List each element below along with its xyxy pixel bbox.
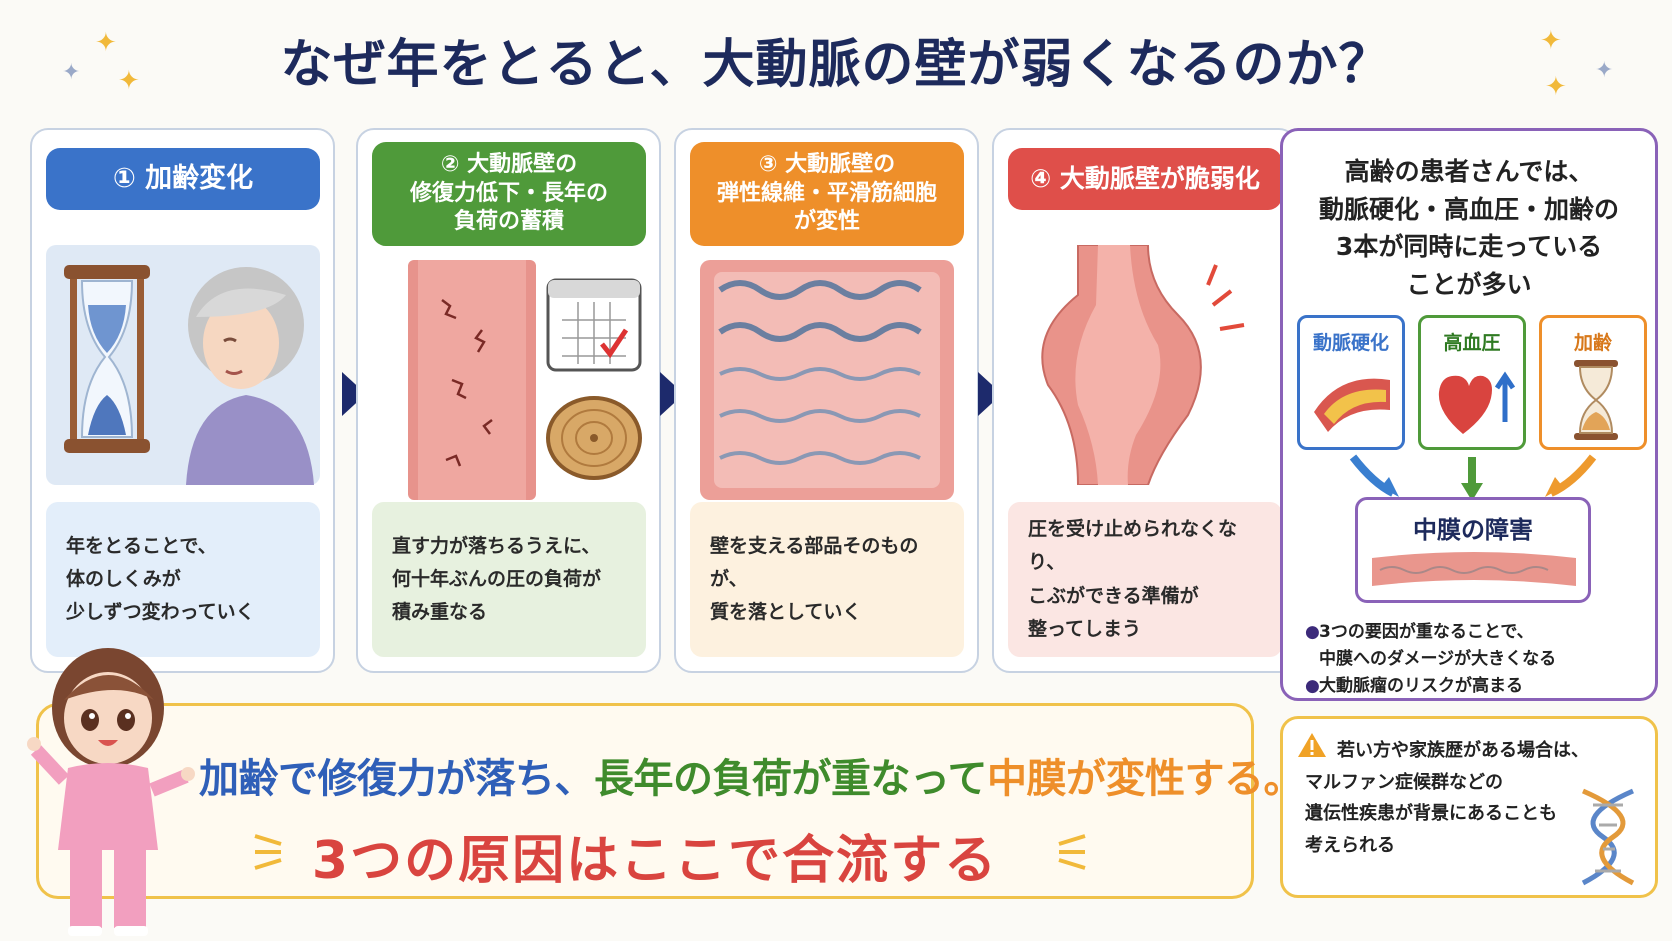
step-4-illustration [1008, 244, 1282, 486]
step-3-header: ③ 大動脈壁の 弾性線維・平滑筋細胞 が変性 [690, 142, 964, 246]
calendar-icon [546, 278, 642, 372]
sparkle-icon: ✦ [1545, 72, 1567, 102]
genetic-warning-box: 若い方や家族歴がある場合は、 マルファン症候群などの 遺伝性疾患が背景にあること… [1280, 716, 1658, 898]
risk-panel-title: 高齢の患者さんでは、 動脈硬化・高血圧・加齢の 3本が同時に走っている ことが多… [1318, 157, 1619, 299]
sparkle-icon: ✦ [118, 66, 140, 96]
warning-icon [1298, 733, 1326, 757]
sparkle-icon: ✦ [95, 28, 117, 58]
aneurysm-icon [1041, 244, 1202, 486]
risk-factors-panel: 高齢の患者さんでは、 動脈硬化・高血圧・加齢の 3本が同時に走っている ことが多… [1280, 128, 1658, 701]
factor-hypertension: 高血圧 [1418, 315, 1526, 450]
step-card-1: ① 加齢変化 年をとることで、 体のしくみが 少しずつ変わっ [30, 128, 335, 673]
step-2-description: 直す力が落ちるうえに、 何十年ぶんの圧の負荷が 積み重なる [372, 502, 646, 657]
sparkle-icon: ✦ [1540, 26, 1562, 56]
summary-line-1: 加齢で修復力が落ち、長年の負荷が重なって中膜が変性する。 [199, 756, 1304, 802]
summary-banner: 加齢で修復力が落ち、長年の負荷が重なって中膜が変性する。 3つの原因はここで合流… [36, 703, 1304, 899]
converging-arrows-icon [1349, 454, 1597, 501]
emphasis-lines-icon [1058, 834, 1086, 870]
step-3-description: 壁を支える部品そのものが、 質を落としていく [690, 502, 964, 657]
step-4-header: ④ 大動脈壁が脆弱化 [1008, 148, 1282, 210]
step-4-description: 圧を受け止められなくなり、 こぶができる準備が 整ってしまう [1008, 502, 1282, 657]
step-card-2: ② 大動脈壁の 修復力低下・長年の 負荷の蓄積 直す力が落ちるうえに、 何十年ぶ… [356, 128, 661, 673]
risk-bullet-list: ●3つの要因が重なることで、 中膜へのダメージが大きくなる ●大動脈瘤のリスクが… [1305, 622, 1557, 697]
dna-icon [1581, 788, 1635, 886]
media-damage-box: 中膜の障害 [1355, 497, 1591, 603]
sparkle-icon: ✦ [62, 60, 81, 85]
step-3-illustration [690, 260, 964, 500]
hourglass-icon [64, 265, 150, 453]
heart-icon [1438, 371, 1516, 434]
page-title: なぜ年をとると、大動脈の壁が弱くなるのか？ [280, 35, 1392, 95]
hourglass-icon [1574, 360, 1618, 440]
sparkle-icon: ✦ [1595, 58, 1614, 83]
step-1-header: ① 加齢変化 [46, 148, 320, 210]
vessel-wall-icon [1372, 552, 1576, 586]
step-2-illustration [372, 260, 646, 500]
tree-rings-icon [546, 396, 642, 480]
plaque-artery-icon [1314, 378, 1390, 432]
step-1-description: 年をとることで、 体のしくみが 少しずつ変わっていく [46, 502, 320, 657]
cracked-vessel-icon [408, 260, 536, 500]
summary-line-2: 3つの原因はここで合流する [311, 831, 999, 891]
step-card-3: ③ 大動脈壁の 弾性線維・平滑筋細胞 が変性 壁を支える部品そのものが、 質を落… [674, 128, 979, 673]
step-1-illustration [46, 245, 320, 485]
elastic-fiber-icon [700, 260, 954, 500]
warning-text: 若い方や家族歴がある場合は、 マルファン症候群などの 遺伝性疾患が背景にあること… [1305, 740, 1589, 856]
factor-arteriosclerosis: 動脈硬化 [1297, 315, 1405, 450]
emphasis-lines-icon [254, 834, 282, 870]
step-card-4: ④ 大動脈壁が脆弱化 圧を受け止められなくなり、 こぶができる準備が 整ってしま… [992, 128, 1297, 673]
step-2-header: ② 大動脈壁の 修復力低下・長年の 負荷の蓄積 [372, 142, 646, 246]
elderly-woman-icon [186, 267, 314, 485]
nurse-character-icon [27, 648, 195, 936]
factor-aging: 加齢 [1539, 315, 1647, 450]
